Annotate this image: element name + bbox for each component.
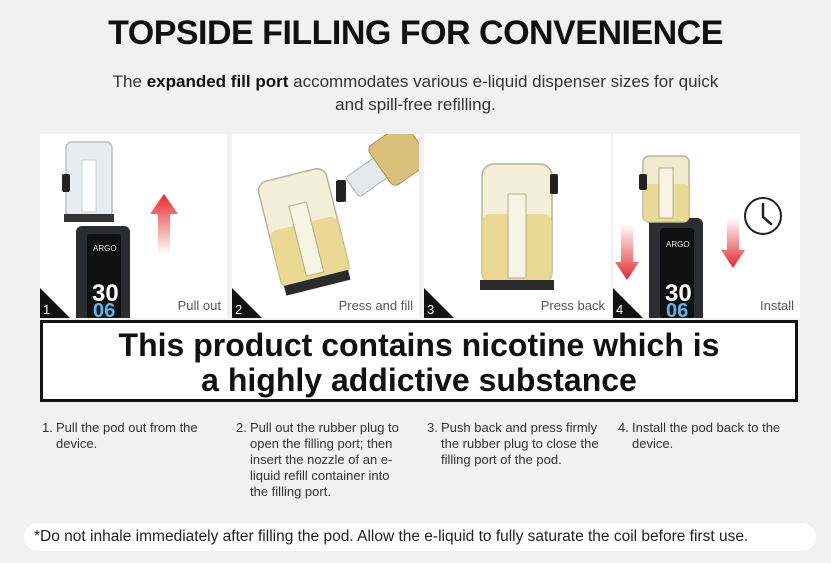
warning-line-2: a highly addictive substance: [201, 362, 637, 398]
device-screen: [660, 228, 694, 318]
instruction-number: 3.: [427, 420, 438, 435]
instruction-number: 2.: [236, 420, 247, 435]
step-panel-3: 3 Press back: [424, 134, 611, 318]
subtitle-bold: expanded fill port: [146, 72, 289, 91]
device-screen: [87, 234, 121, 318]
pod-chimney: [288, 201, 325, 277]
screen-bottom-value: 06: [93, 300, 116, 318]
refill-bottle: [368, 134, 419, 186]
step-number: 2: [235, 302, 243, 317]
instruction-2: 2. Pull out the rubber plug to open the …: [236, 420, 406, 500]
instruction-1: 1. Pull the pod out from the device.: [42, 420, 217, 452]
down-arrow-icon: [615, 224, 639, 280]
step-corner: [424, 288, 454, 318]
device-brand: ARGO: [93, 244, 117, 253]
install-illustration: [615, 155, 782, 318]
nicotine-warning: This product contains nicotine which is …: [40, 320, 798, 402]
step-label: Install: [760, 298, 794, 313]
step-corner: [232, 288, 262, 318]
step-number: 3: [427, 302, 435, 317]
step-panel-4: ARGO 30 06 4 Install: [613, 134, 800, 318]
down-arrow-icon: [721, 218, 745, 268]
instruction-3: 3. Push back and press firmly the rubber…: [427, 420, 602, 468]
rubber-plug: [62, 174, 70, 192]
screen-bottom-value: 06: [666, 300, 689, 318]
rubber-plug: [336, 180, 346, 202]
instruction-text: Pull out the rubber plug to open the fil…: [250, 420, 399, 499]
instruction-number: 1.: [42, 420, 53, 435]
instruction-number: 4.: [618, 420, 629, 435]
step-corner: [613, 288, 643, 318]
instruction-text: Install the pod back to the device.: [632, 420, 781, 451]
step-number: 1: [43, 302, 51, 317]
instruction-text: Push back and press firmly the rubber pl…: [441, 420, 599, 467]
press-and-fill-illustration: [257, 134, 419, 296]
pull-out-illustration: [62, 141, 178, 318]
step-corner: [40, 288, 70, 318]
footnote: *Do not inhale immediately after filling…: [24, 523, 816, 551]
step-panel-2: 2 Press and fill: [232, 134, 419, 318]
screen-top-value: 30: [665, 280, 692, 307]
step-panel-1: ARGO 30 06 1 Pull out: [40, 134, 227, 318]
pod-chimney: [81, 159, 97, 213]
subtitle-pre: The: [112, 72, 147, 91]
warning-line-1: This product contains nicotine which is: [118, 327, 720, 363]
press-back-illustration: [480, 163, 558, 290]
page-title: TOPSIDE FILLING FOR CONVENIENCE: [108, 14, 723, 52]
rubber-plug: [550, 174, 558, 194]
up-arrow-icon: [150, 194, 178, 254]
step-label: Press back: [540, 298, 605, 313]
device-brand: ARGO: [666, 240, 690, 249]
subtitle-post: accommodates various e-liquid dispenser …: [288, 72, 719, 114]
instruction-4: 4. Install the pod back to the device.: [618, 420, 798, 452]
step-label: Pull out: [177, 298, 221, 313]
step-label: Press and fill: [338, 298, 413, 313]
subtitle: The expanded fill port accommodates vari…: [100, 70, 731, 116]
instruction-text: Pull the pod out from the device.: [56, 420, 198, 451]
pod-chimney: [507, 193, 527, 279]
step-number: 4: [616, 302, 624, 317]
rubber-plug: [639, 174, 647, 190]
screen-top-value: 30: [92, 280, 119, 307]
